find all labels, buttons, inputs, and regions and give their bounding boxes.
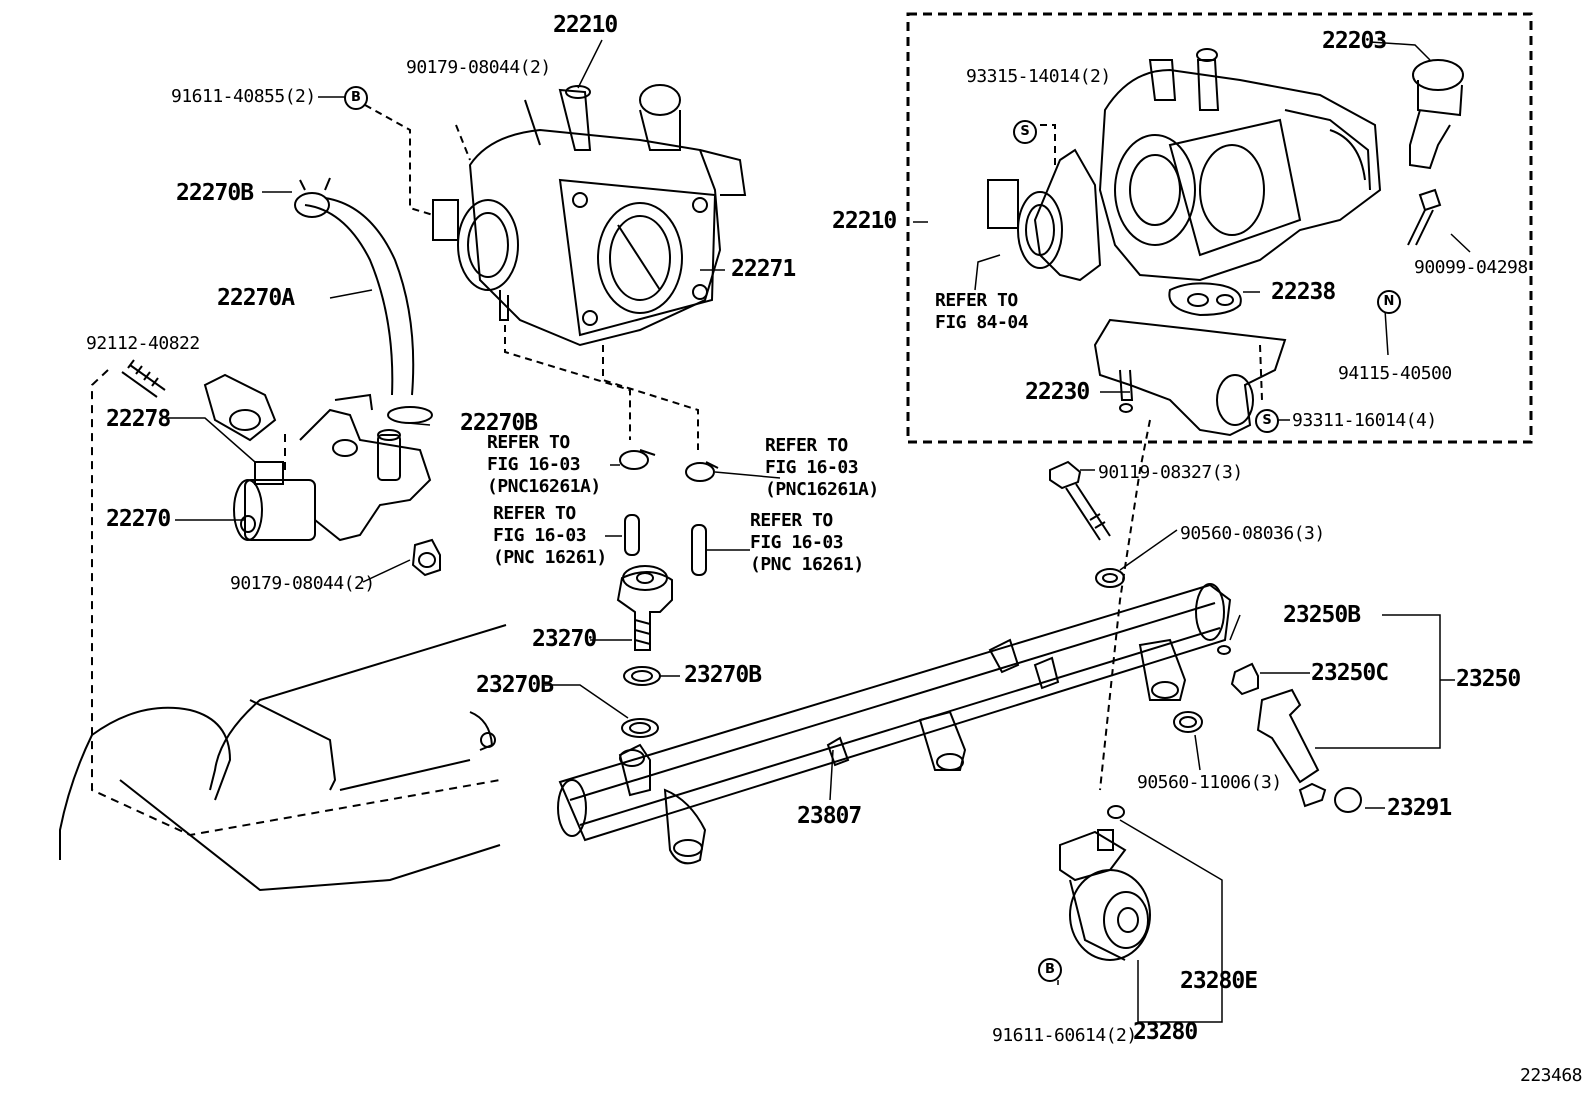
bolt-92112 — [121, 359, 166, 398]
sensor-22203 — [1407, 59, 1464, 246]
refer-note-box: REFER TO FIG 84-04 — [935, 290, 1029, 334]
part-label-23250C: 23250C — [1311, 660, 1389, 686]
refer-note-a-left: REFER TO FIG 16-03 (PNC16261A) — [487, 432, 601, 498]
hose-stubs — [619, 449, 719, 576]
part-label-23291: 23291 — [1387, 795, 1452, 821]
part-label-23280: 23280 — [1133, 1019, 1198, 1045]
part-label-23270: 23270 — [532, 626, 597, 652]
part-label-91611-top: 91611-40855(2) — [171, 86, 316, 107]
fitting-23270 — [616, 565, 673, 738]
nut-90179-bottom — [411, 538, 441, 577]
b-circle-icon: B — [1038, 958, 1062, 982]
refer-note-line: FIG 16-03 — [487, 454, 581, 475]
refer-note-line: FIG 16-03 — [765, 457, 859, 478]
part-label-23250B: 23250B — [1283, 602, 1361, 628]
isc-valve-22270 — [203, 373, 433, 542]
leader-dashed-top — [364, 104, 699, 450]
engine-outline — [59, 624, 507, 892]
s-circle-icon: S — [1255, 409, 1279, 433]
part-label-90560-11006: 90560-11006(3) — [1137, 772, 1282, 793]
part-label-22278: 22278 — [106, 406, 171, 432]
refer-note-line: REFER TO — [935, 290, 1018, 311]
refer-note-line: (PNC 16261) — [750, 554, 864, 575]
refer-note-line: REFER TO — [750, 510, 833, 531]
part-label-93311: 93311-16014(4) — [1292, 410, 1437, 431]
leader-dashed-left — [91, 369, 501, 837]
part-label-23807: 23807 — [797, 803, 862, 829]
refer-note-line: (PNC 16261) — [493, 547, 607, 568]
illustration-code: 223468 — [1520, 1065, 1583, 1086]
refer-note-b-left: REFER TO FIG 16-03 (PNC 16261) — [493, 503, 607, 569]
leader-lines — [165, 39, 1471, 1023]
part-label-23270B-right: 23270B — [684, 662, 762, 688]
n-circle-icon: N — [1377, 290, 1401, 314]
part-label-92112: 92112-40822 — [86, 333, 200, 354]
box-throttle-body — [1098, 48, 1382, 282]
refer-note-a-right: REFER TO FIG 16-03 (PNC16261A) — [765, 435, 879, 501]
gasket-22238 — [1168, 282, 1242, 317]
injector-23250 — [1173, 645, 1362, 813]
part-label-90560-08036: 90560-08036(3) — [1180, 523, 1325, 544]
fuel-rail-23807 — [557, 583, 1232, 865]
part-label-22238: 22238 — [1271, 279, 1336, 305]
part-label-22270A: 22270A — [217, 285, 295, 311]
refer-note-line: FIG 16-03 — [493, 525, 587, 546]
part-label-94115: 94115-40500 — [1338, 363, 1452, 384]
part-label-90119: 90119-08327(3) — [1098, 462, 1243, 483]
leader-dashed-box — [1040, 124, 1263, 791]
refer-note-line: FIG 84-04 — [935, 312, 1029, 333]
pressure-regulator-23280 — [1059, 805, 1151, 961]
b-circle-icon: B — [344, 86, 368, 110]
throttle-body-main — [432, 84, 747, 347]
part-label-23250: 23250 — [1456, 666, 1521, 692]
part-label-22270: 22270 — [106, 506, 171, 532]
refer-note-line: (PNC16261A) — [765, 479, 879, 500]
part-label-90179-top: 90179-08044(2) — [406, 57, 551, 78]
part-label-22210-top: 22210 — [553, 12, 618, 38]
part-label-22270B-top: 22270B — [176, 180, 254, 206]
part-label-93315: 93315-14014(2) — [966, 66, 1111, 87]
box-sensor-elbow — [987, 148, 1102, 282]
part-label-22271: 22271 — [731, 256, 796, 282]
part-label-23270B-left: 23270B — [476, 672, 554, 698]
refer-note-line: REFER TO — [765, 435, 848, 456]
box-isc-22230 — [1093, 318, 1287, 437]
refer-note-b-right: REFER TO FIG 16-03 (PNC 16261) — [750, 510, 864, 576]
part-label-90179-bottom: 90179-08044(2) — [230, 573, 375, 594]
part-label-22230: 22230 — [1025, 379, 1090, 405]
part-label-91611-bottom: 91611-60614(2) — [992, 1025, 1137, 1046]
part-label-22270B-mid: 22270B — [460, 410, 538, 436]
part-label-23280E: 23280E — [1180, 968, 1258, 994]
hose-22270A — [294, 177, 415, 396]
part-label-22203: 22203 — [1322, 28, 1387, 54]
refer-note-line: (PNC16261A) — [487, 476, 601, 497]
part-label-90099: 90099-04298 — [1414, 257, 1528, 278]
part-label-22210-box: 22210 — [832, 208, 897, 234]
refer-note-line: FIG 16-03 — [750, 532, 844, 553]
refer-note-line: REFER TO — [493, 503, 576, 524]
s-circle-icon: S — [1013, 120, 1037, 144]
refer-note-line: REFER TO — [487, 432, 570, 453]
